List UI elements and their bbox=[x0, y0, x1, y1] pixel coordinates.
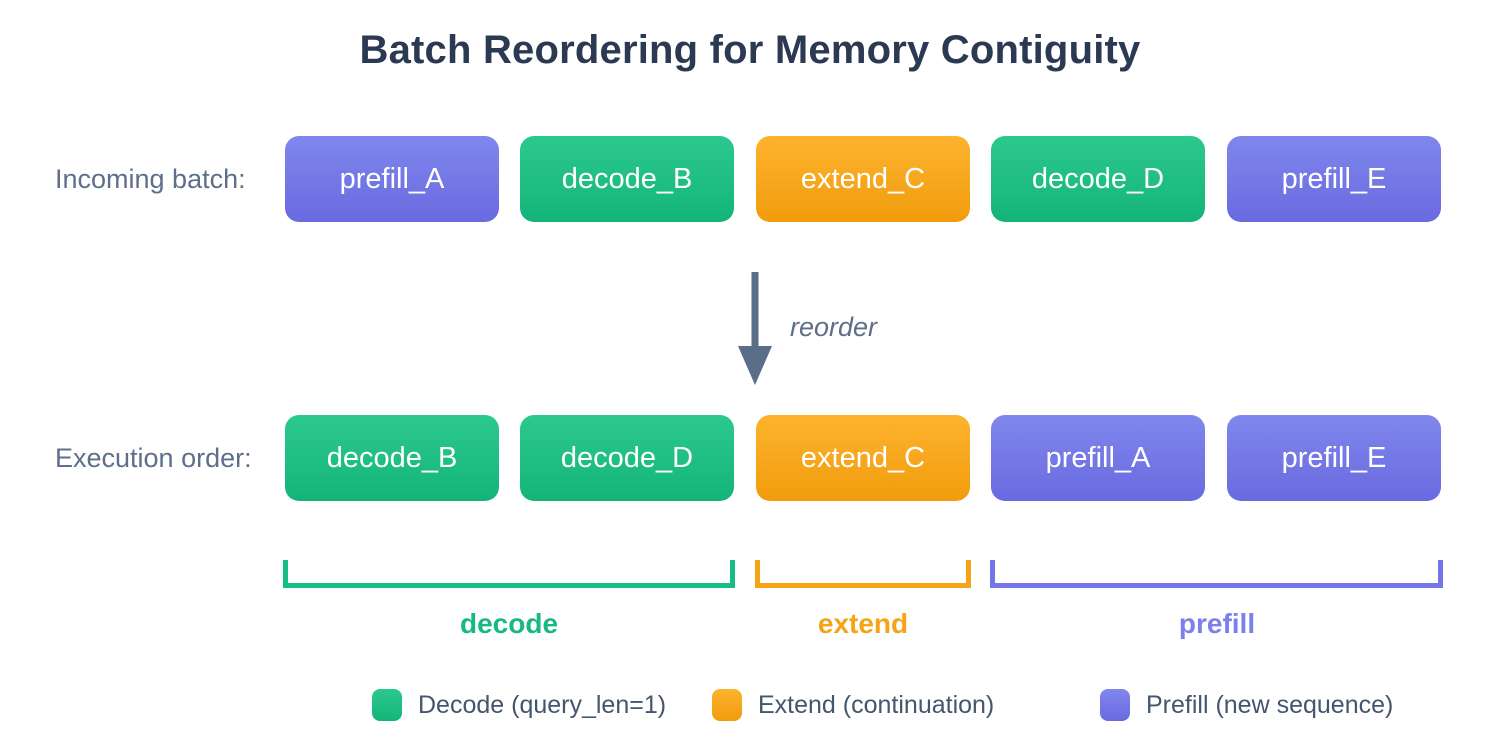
incoming-box-extend-c: extend_C bbox=[756, 136, 970, 222]
execution-box-decode-b: decode_B bbox=[285, 415, 499, 501]
diagram-title: Batch Reordering for Memory Contiguity bbox=[359, 28, 1141, 72]
decode-swatch-icon bbox=[372, 689, 402, 721]
box-label: extend_C bbox=[800, 441, 926, 474]
legend-item-prefill: Prefill (new sequence) bbox=[1100, 688, 1393, 722]
legend-item-decode: Decode (query_len=1) bbox=[372, 688, 666, 722]
box-label: decode_B bbox=[326, 441, 458, 474]
reorder-label: reorder bbox=[790, 312, 878, 342]
execution-order-label: Execution order: bbox=[55, 443, 252, 473]
incoming-batch-label: Incoming batch: bbox=[55, 164, 246, 194]
execution-box-decode-d: decode_D bbox=[520, 415, 734, 501]
box-label: prefill_E bbox=[1281, 162, 1387, 195]
legend-label: Prefill (new sequence) bbox=[1146, 690, 1394, 719]
legend-label: Decode (query_len=1) bbox=[418, 690, 667, 719]
box-label: prefill_A bbox=[339, 162, 445, 195]
incoming-box-decode-b: decode_B bbox=[520, 136, 734, 222]
execution-box-prefill-e: prefill_E bbox=[1227, 415, 1441, 501]
box-label: extend_C bbox=[800, 162, 926, 195]
box-label: prefill_E bbox=[1281, 441, 1387, 474]
legend-item-extend: Extend (continuation) bbox=[712, 688, 994, 722]
incoming-box-prefill-e: prefill_E bbox=[1227, 136, 1441, 222]
box-label: decode_D bbox=[560, 441, 694, 474]
incoming-box-decode-d: decode_D bbox=[991, 136, 1205, 222]
prefill-swatch-icon bbox=[1100, 689, 1130, 721]
execution-box-extend-c: extend_C bbox=[756, 415, 970, 501]
extend-group-bracket bbox=[755, 560, 971, 588]
incoming-box-prefill-a: prefill_A bbox=[285, 136, 499, 222]
decode-group-bracket bbox=[283, 560, 735, 588]
decode-group-label: decode bbox=[459, 608, 559, 639]
prefill-group-label: prefill bbox=[1178, 608, 1256, 639]
extend-swatch-icon bbox=[712, 689, 742, 721]
extend-group-label: extend bbox=[817, 608, 909, 639]
prefill-group-bracket bbox=[990, 560, 1443, 588]
execution-box-prefill-a: prefill_A bbox=[991, 415, 1205, 501]
legend-label: Extend (continuation) bbox=[758, 690, 995, 719]
box-label: decode_D bbox=[1031, 162, 1165, 195]
box-label: prefill_A bbox=[1045, 441, 1151, 474]
reorder-arrow-icon bbox=[738, 272, 772, 385]
box-label: decode_B bbox=[561, 162, 693, 195]
